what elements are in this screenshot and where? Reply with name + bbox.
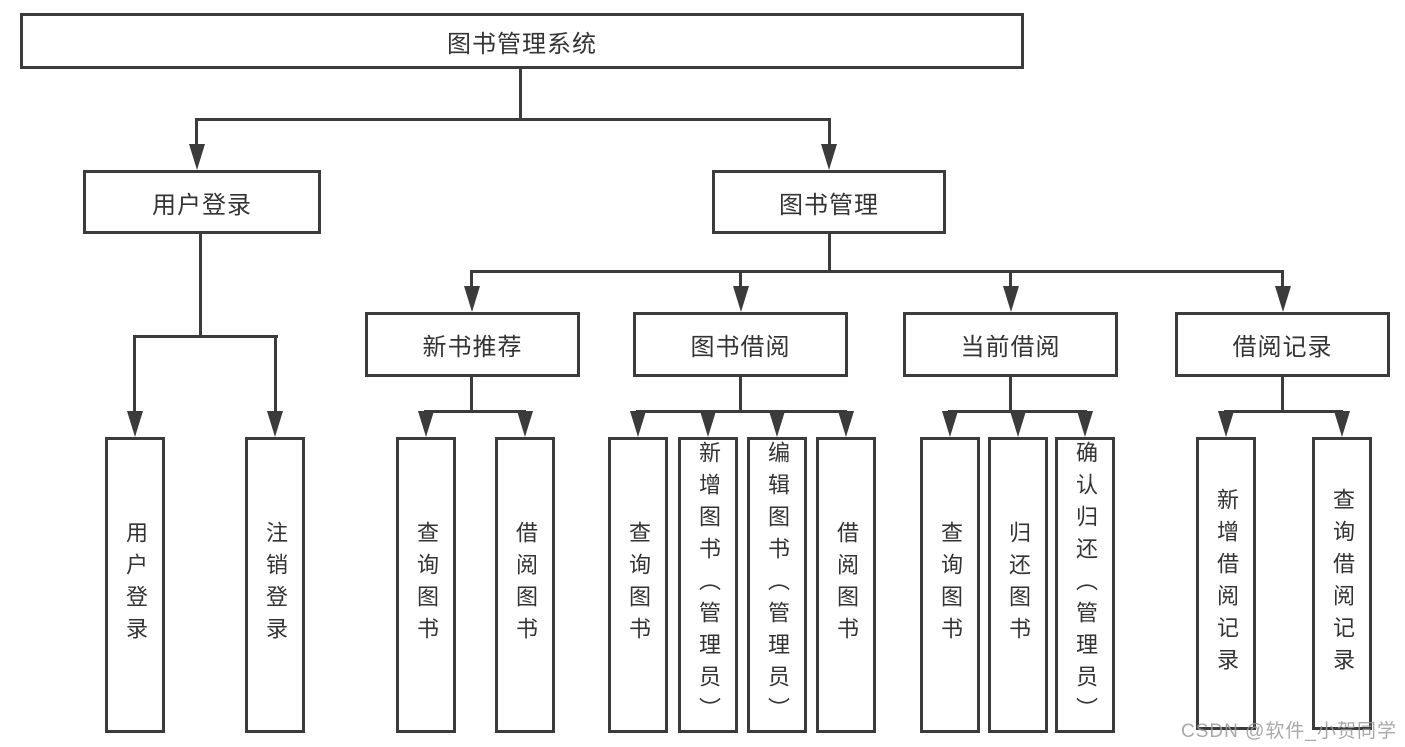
connector-line <box>739 377 742 412</box>
connector-line <box>1009 270 1012 290</box>
leaf-logout: 注销登录 <box>245 437 305 733</box>
connector-line <box>828 118 831 148</box>
connector-line <box>199 234 202 337</box>
leaf-query-books-borrow: 查询图书 <box>608 437 668 733</box>
arrow-down-icon <box>1077 411 1093 437</box>
connector-line <box>519 69 522 121</box>
connector-line <box>195 118 198 148</box>
arrow-down-icon <box>189 144 205 170</box>
node-book-management: 图书管理 <box>712 170 946 234</box>
node-borrow-records: 借阅记录 <box>1175 312 1390 377</box>
leaf-borrow-books-recommend: 借阅图书 <box>495 437 555 733</box>
leaf-add-borrow-record: 新增借阅记录 <box>1196 437 1256 730</box>
leaf-user-login: 用户登录 <box>105 437 165 733</box>
node-book-borrow: 图书借阅 <box>633 312 848 377</box>
connector-line <box>470 270 473 290</box>
node-new-book-recommend: 新书推荐 <box>365 312 580 377</box>
connector-line <box>424 410 526 413</box>
arrow-down-icon <box>1275 286 1291 312</box>
connector-line <box>470 270 1284 273</box>
arrow-down-icon <box>267 411 283 437</box>
arrow-down-icon <box>700 411 716 437</box>
arrow-down-icon <box>1010 411 1026 437</box>
connector-line <box>274 335 277 415</box>
leaf-add-books-admin: 新增图书（管理员） <box>678 437 738 733</box>
connector-line <box>739 270 742 290</box>
connector-line <box>133 335 136 415</box>
arrow-down-icon <box>769 411 785 437</box>
arrow-down-icon <box>418 411 434 437</box>
node-current-borrow: 当前借阅 <box>903 312 1118 377</box>
arrow-down-icon <box>1003 286 1019 312</box>
connector-line <box>1224 410 1343 413</box>
leaf-query-books-recommend: 查询图书 <box>396 437 456 733</box>
connector-line <box>470 377 473 412</box>
connector-line <box>1281 377 1284 412</box>
arrow-down-icon <box>838 411 854 437</box>
arrow-down-icon <box>942 411 958 437</box>
node-user-login: 用户登录 <box>83 170 321 234</box>
arrow-down-icon <box>630 411 646 437</box>
arrow-down-icon <box>464 286 480 312</box>
leaf-query-borrow-record: 查询借阅记录 <box>1312 437 1372 730</box>
connector-line <box>195 118 831 121</box>
arrow-down-icon <box>1218 411 1234 437</box>
node-library-system: 图书管理系统 <box>20 13 1024 69</box>
connector-line <box>1281 270 1284 290</box>
arrow-down-icon <box>821 144 837 170</box>
connector-line <box>828 234 831 272</box>
connector-line <box>1009 377 1012 412</box>
leaf-borrow-books: 借阅图书 <box>816 437 876 733</box>
leaf-return-books: 归还图书 <box>988 437 1048 733</box>
leaf-query-books-current: 查询图书 <box>920 437 980 733</box>
leaf-confirm-return-admin: 确认归还（管理员） <box>1055 437 1115 733</box>
watermark: CSDN @软件_小贺同学 <box>1181 721 1397 742</box>
connector-line <box>133 335 278 338</box>
arrow-down-icon <box>733 286 749 312</box>
arrow-down-icon <box>517 411 533 437</box>
arrow-down-icon <box>127 411 143 437</box>
connector-line <box>636 410 847 413</box>
arrow-down-icon <box>1334 411 1350 437</box>
leaf-edit-books-admin: 编辑图书（管理员） <box>747 437 807 733</box>
